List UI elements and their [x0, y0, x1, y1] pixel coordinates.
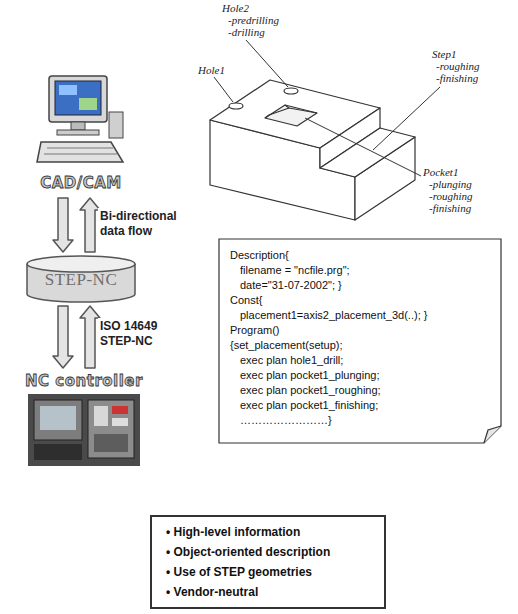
computer-icon [35, 72, 127, 174]
feature-label: Hole2 [222, 2, 249, 14]
edge-label: Bi-directional data flow [98, 208, 194, 240]
node-label: NC controller [20, 372, 148, 390]
feature-label: Step1 [432, 48, 456, 60]
feature-label: -roughing [429, 190, 473, 202]
block-arrow [80, 306, 100, 368]
block-arrow [53, 198, 73, 252]
code-line: ……………………} [230, 413, 490, 428]
feature-label: -finishing [429, 202, 471, 214]
feature-label: -roughing [436, 60, 480, 72]
code-line: placement1=axis2_placement_3d(..); } [230, 308, 490, 323]
code-line: Program() [230, 323, 490, 338]
feature-label: -plunging [429, 178, 472, 190]
block-arrow [80, 198, 100, 252]
bullet-item: • Object-oriented description [166, 542, 370, 562]
bullet-item: • Use of STEP geometries [166, 562, 370, 582]
system-node: CAD/CAM [18, 68, 144, 196]
code-line: Const{ [230, 293, 490, 308]
system-node: NC controller [20, 370, 148, 466]
nc-machine-picture [28, 394, 140, 466]
code-document: Description{filename = "ncfile.prg";date… [218, 238, 502, 444]
feature-label: -drilling [228, 26, 265, 38]
feature-label: -predrilling [228, 14, 279, 26]
code-line: exec plan hole1_drill; [230, 353, 490, 368]
feature-label: Pocket1 [423, 166, 458, 178]
block-arrow [53, 306, 73, 368]
bullet-item: • Vendor-neutral [166, 582, 370, 602]
code-line: {set_placement(setup); [230, 338, 490, 353]
node-label: STEP-NC [25, 270, 137, 290]
feature-label: -finishing [436, 72, 478, 84]
node-label: CAD/CAM [18, 174, 144, 192]
code-line: exec plan pocket1_roughing; [230, 383, 490, 398]
feature-box: • High-level information• Object-oriente… [150, 515, 386, 609]
code-line: exec plan pocket1_finishing; [230, 398, 490, 413]
code-line: filename = "ncfile.prg"; [230, 263, 490, 278]
edge-label: ISO 14649 STEP-NC [98, 318, 174, 350]
code-line: Description{ [230, 248, 490, 263]
bullet-item: • High-level information [166, 522, 370, 542]
code-line: exec plan pocket1_plunging; [230, 368, 490, 383]
code-line: date="31-07-2002"; } [230, 278, 490, 293]
feature-label: Hole1 [198, 64, 225, 76]
data-store: STEP-NC [25, 254, 137, 304]
